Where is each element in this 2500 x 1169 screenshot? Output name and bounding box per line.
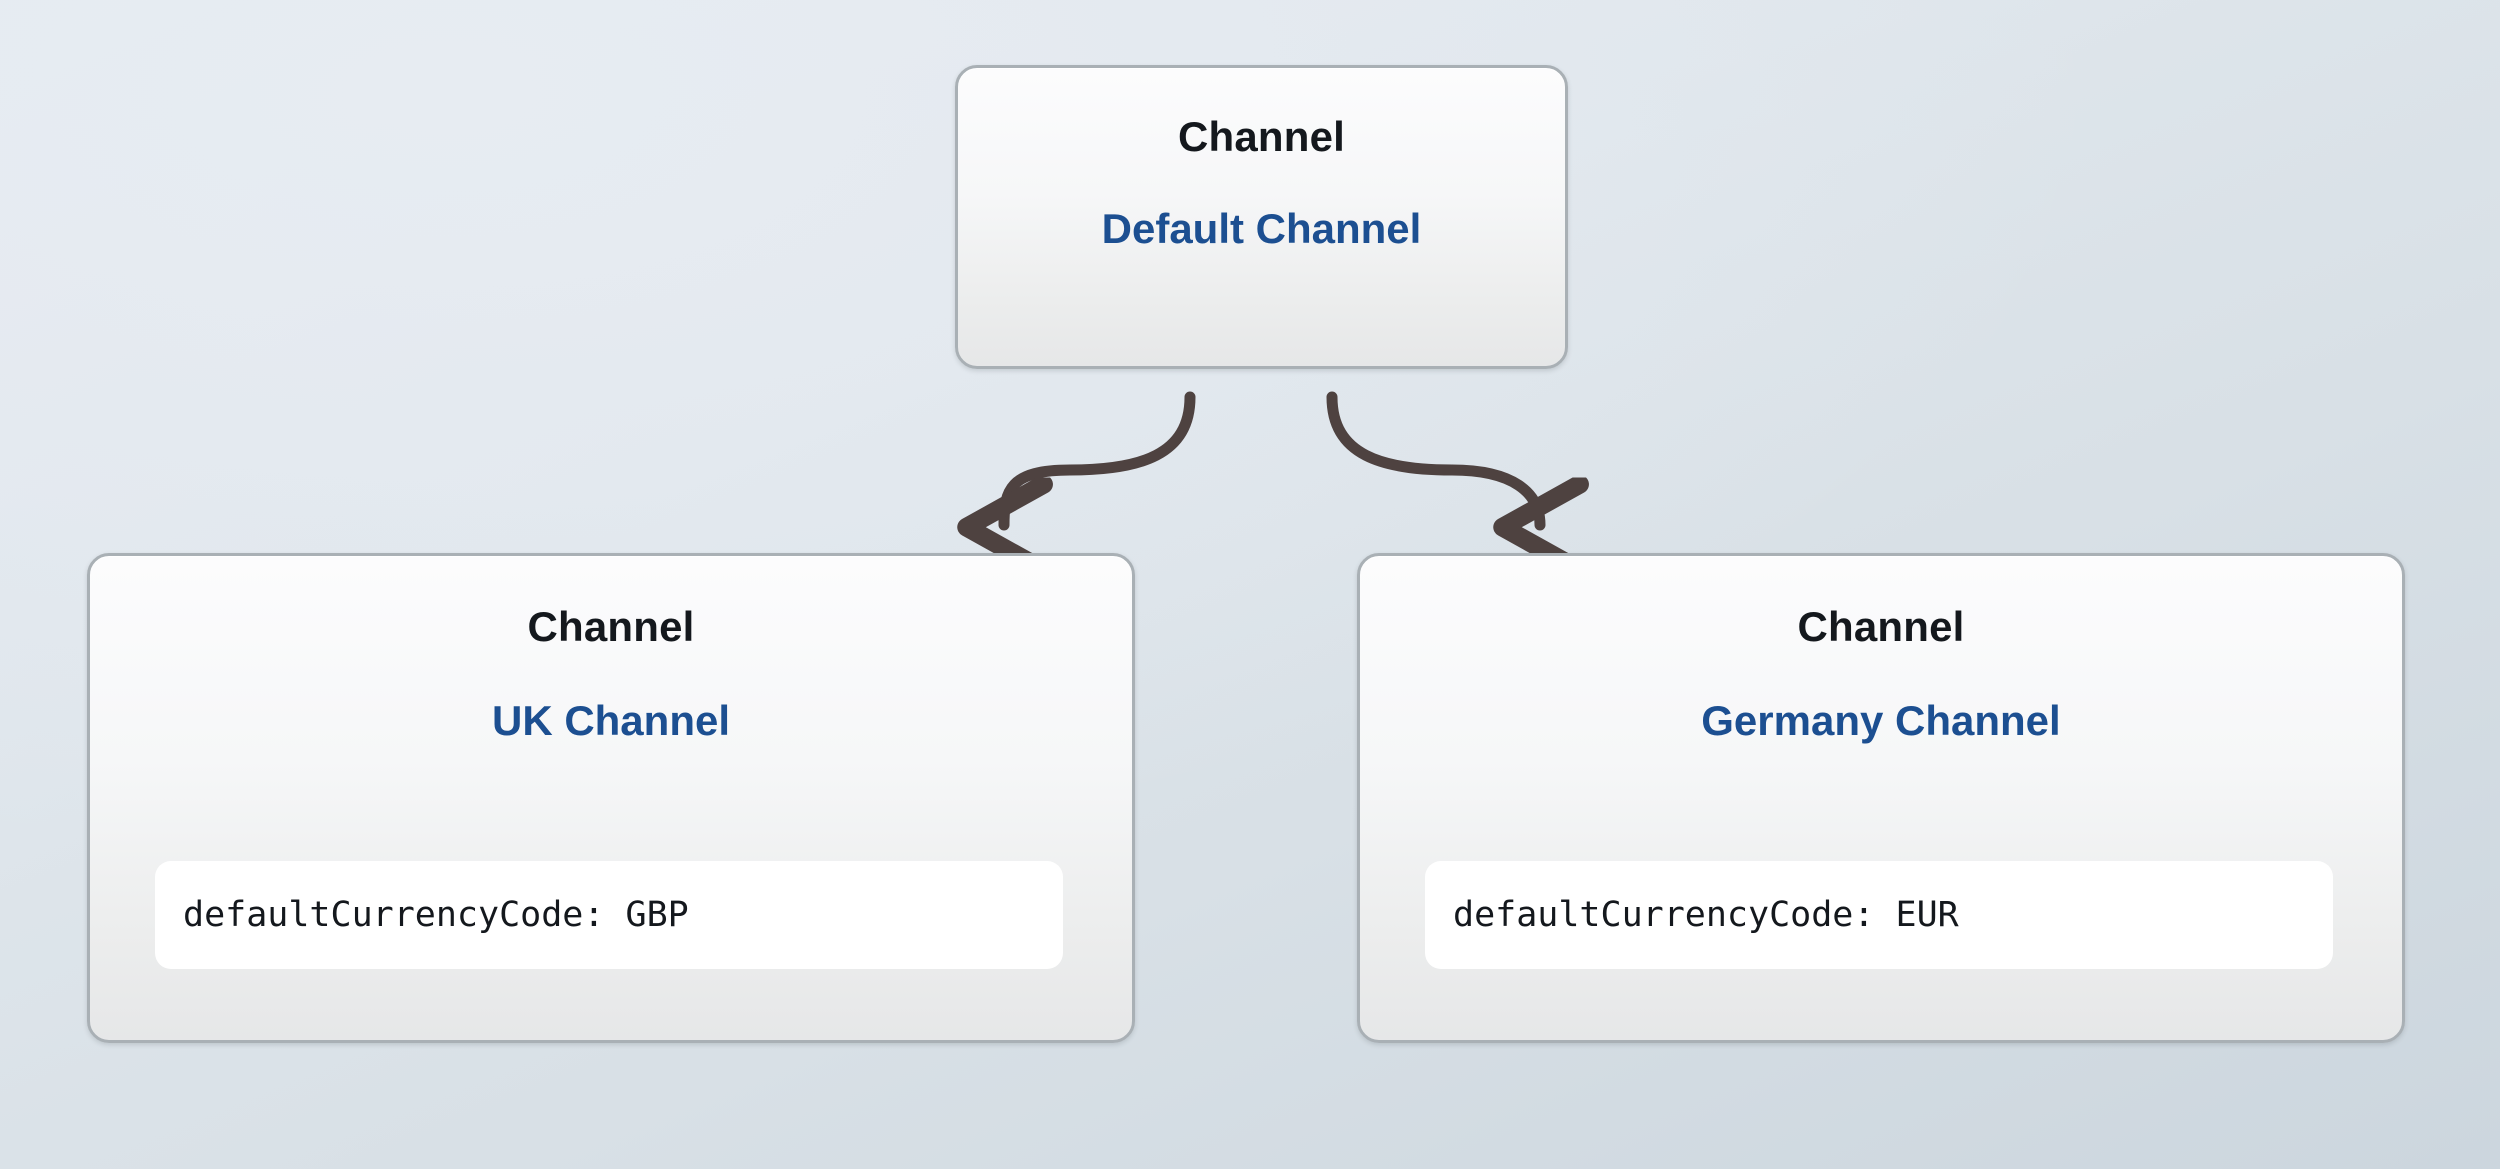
edge-root-to-uk (1004, 391, 1196, 525)
node-uk-channel[interactable]: Channel UK Channel defaultCurrencyCode: … (87, 553, 1135, 1043)
node-germany-channel[interactable]: Channel Germany Channel defaultCurrencyC… (1357, 553, 2405, 1043)
node-type-label: Channel (527, 603, 695, 650)
node-default-channel[interactable]: Channel Default Channel (955, 65, 1568, 369)
node-type-label: Channel (1797, 603, 1965, 650)
node-property-chip: defaultCurrencyCode: EUR (1425, 861, 2333, 969)
node-name-label: Germany Channel (1701, 697, 2061, 744)
node-name-label: Default Channel (1101, 205, 1422, 252)
node-property-chip: defaultCurrencyCode: GBP (155, 861, 1063, 969)
node-name-label: UK Channel (491, 697, 730, 744)
edge-root-to-germany (1326, 391, 1540, 525)
node-type-label: Channel (1177, 113, 1346, 160)
